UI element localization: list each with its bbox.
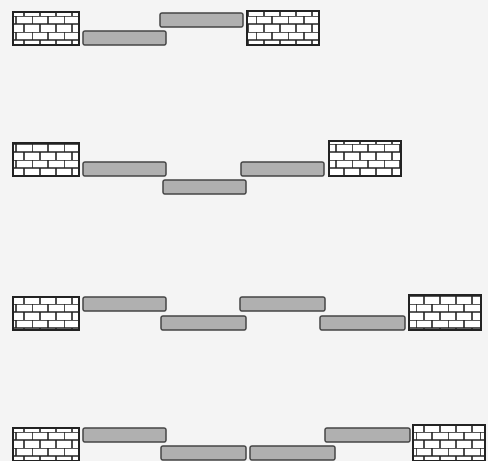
plank-icon <box>163 180 246 194</box>
plank-icon <box>325 428 410 442</box>
plank-icon <box>161 446 246 460</box>
row-1 <box>13 11 319 45</box>
brick-wall-icon <box>413 425 485 461</box>
plank-icon <box>161 316 246 330</box>
plank-icon <box>83 297 166 311</box>
plank-icon <box>320 316 405 330</box>
brick-wall-icon <box>13 297 79 330</box>
plank-icon <box>160 13 243 27</box>
plank-icon <box>83 428 166 442</box>
plank-icon <box>83 31 166 45</box>
plank-icon <box>240 297 325 311</box>
brick-wall-icon <box>13 143 79 176</box>
row-4 <box>13 425 485 461</box>
brick-wall-icon <box>329 141 401 176</box>
brick-wall-icon <box>13 12 79 45</box>
plank-icon <box>83 162 166 176</box>
brick-wall-icon <box>409 295 481 330</box>
plank-icon <box>241 162 324 176</box>
brick-wall-icon <box>247 11 319 45</box>
plank-icon <box>250 446 335 460</box>
row-2 <box>13 141 401 194</box>
row-3 <box>13 295 481 330</box>
brick-wall-icon <box>13 428 79 461</box>
